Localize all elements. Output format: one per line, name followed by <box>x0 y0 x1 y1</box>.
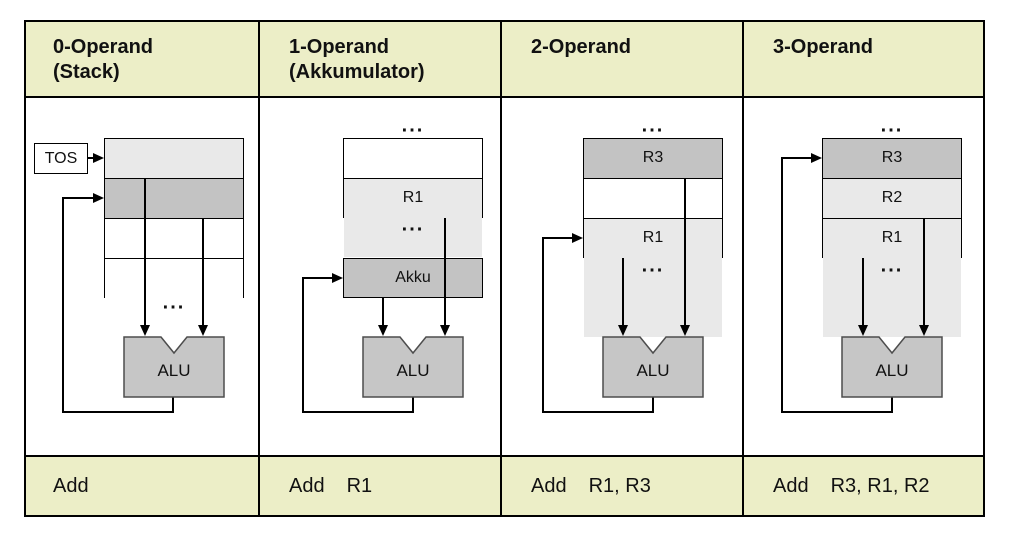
header-0-operand: 0-Operand (Stack) <box>24 20 260 96</box>
header-line1: 0-Operand <box>53 36 154 58</box>
register-label-r3: R3 <box>642 149 664 166</box>
instruction-mnemonic: Add <box>773 474 809 497</box>
ellipsis: ... <box>880 254 904 277</box>
stack-cell-tos <box>105 139 243 179</box>
akku-label: Akku <box>395 269 431 286</box>
ellipsis: ... <box>880 114 904 137</box>
header-2-operand: 2-Operand <box>502 20 744 96</box>
ellipsis: ... <box>162 291 186 314</box>
stack-cell <box>105 259 243 417</box>
header-3-operand: 3-Operand <box>744 20 985 96</box>
register-cell-r3 <box>584 139 722 179</box>
register-file-box <box>343 138 483 257</box>
ellipsis: ... <box>401 114 425 137</box>
arrowhead-down-icon <box>378 325 388 336</box>
ellipsis: ... <box>641 114 665 137</box>
footer-divider <box>24 455 985 457</box>
header-line2: (Akkumulator) <box>289 61 425 83</box>
instruction-operands: R1 <box>346 474 373 497</box>
instruction-operands: R1, R3 <box>588 474 651 497</box>
register-cell-r1 <box>344 179 482 257</box>
alu-label: ALU <box>157 361 191 380</box>
register-label-r2: R2 <box>881 189 903 206</box>
register-label-r1: R1 <box>402 189 424 206</box>
footer-band <box>24 455 985 517</box>
instruction-operands: R3, R1, R2 <box>830 474 930 497</box>
register-label-r3: R3 <box>881 149 903 166</box>
arrowhead-right-icon <box>93 153 104 163</box>
instruction-cell-3: Add R3, R1, R2 <box>744 457 985 515</box>
register-label-r1: R1 <box>881 229 903 246</box>
stack-cell <box>105 219 243 259</box>
arrowhead-right-icon <box>332 273 343 283</box>
header-line1: 1-Operand <box>289 36 390 58</box>
stack-box <box>104 138 244 417</box>
alu-label: ALU <box>636 361 670 380</box>
header-band <box>24 20 985 98</box>
header-divider <box>24 96 985 98</box>
alu-label: ALU <box>875 361 909 380</box>
instruction-cell-2: Add R1, R3 <box>502 457 744 515</box>
header-line1: 2-Operand <box>531 36 632 58</box>
instruction-mnemonic: Add <box>53 474 89 497</box>
instruction-mnemonic: Add <box>531 474 567 497</box>
ellipsis: ... <box>641 254 665 277</box>
arrowhead-down-icon <box>440 325 450 336</box>
header-line2: (Stack) <box>53 61 120 83</box>
alu-label: ALU <box>396 361 430 380</box>
column-divider-2 <box>500 20 502 517</box>
instruction-mnemonic: Add <box>289 474 325 497</box>
result-feedback-line <box>302 277 414 413</box>
arrowhead-right-icon <box>572 233 583 243</box>
ellipsis: ... <box>401 213 425 236</box>
tos-box <box>34 143 88 174</box>
register-cell <box>584 179 722 219</box>
header-line1: 3-Operand <box>773 36 874 58</box>
arrowhead-right-icon <box>811 153 822 163</box>
column-divider-3 <box>742 20 744 517</box>
register-cell <box>344 139 482 179</box>
header-1-operand: 1-Operand (Akkumulator) <box>260 20 502 96</box>
arrowhead-right-icon <box>93 193 104 203</box>
instruction-cell-0: Add <box>24 457 260 515</box>
stack-cell-second <box>105 179 243 219</box>
instruction-cell-1: Add R1 <box>260 457 502 515</box>
column-divider-1 <box>258 20 260 517</box>
tos-label: TOS <box>44 150 78 167</box>
register-label-r1: R1 <box>642 229 664 246</box>
